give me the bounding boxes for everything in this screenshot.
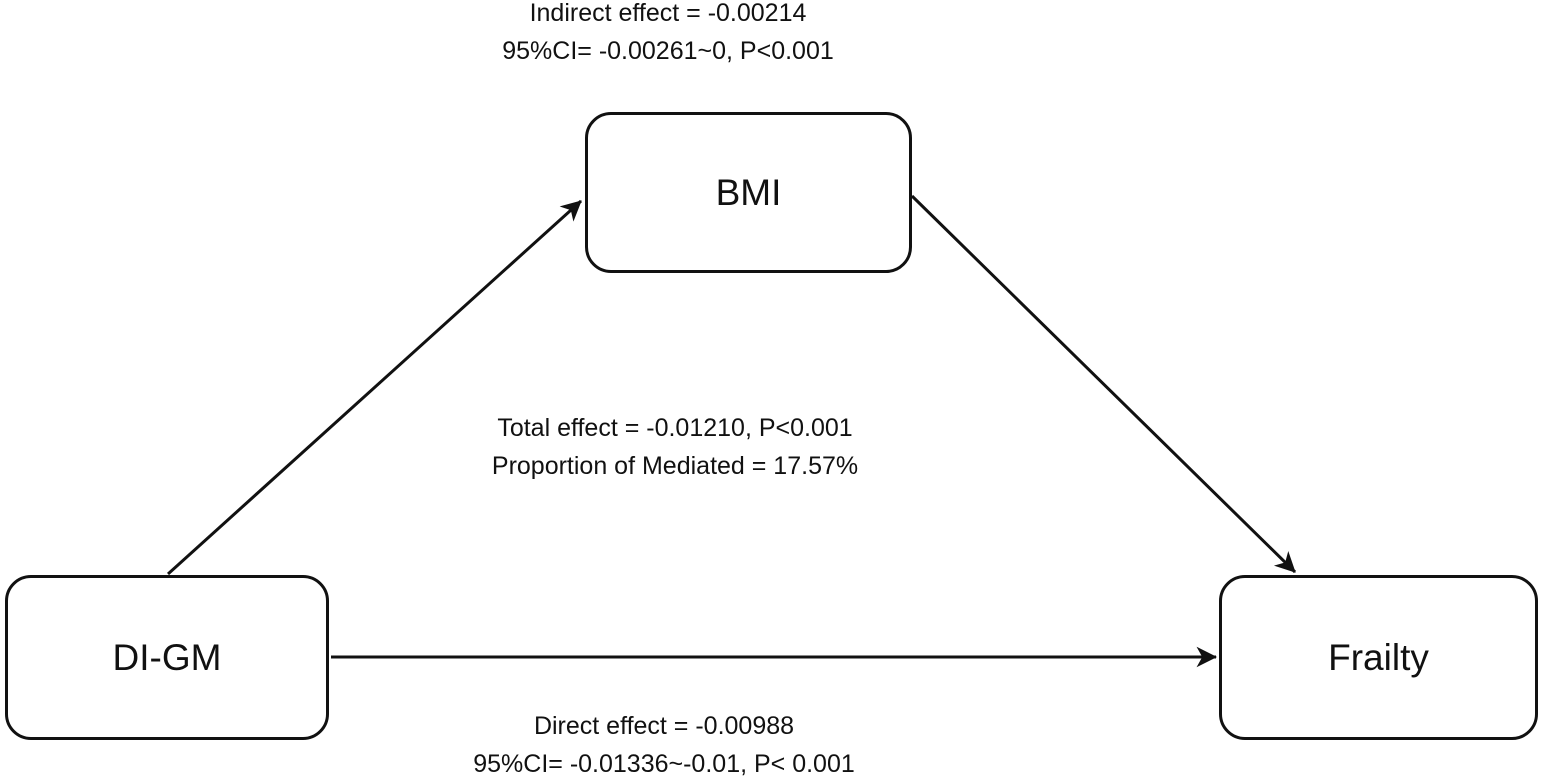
node-mediator-label: BMI (715, 172, 782, 213)
arrow-digm-to-bmi (166, 199, 583, 576)
indirect-effect-annotation: Indirect effect = -0.00214 95%CI= -0.002… (502, 0, 834, 70)
node-exposure-digm: DI-GM (5, 575, 329, 740)
total-effect-line1: Total effect = -0.01210, P<0.001 (497, 414, 853, 442)
direct-effect-line1: Direct effect = -0.00988 (533, 712, 795, 740)
total-effect-line2: Proportion of Mediated = 17.57% (491, 452, 859, 480)
node-exposure-label: DI-GM (112, 637, 222, 678)
direct-effect-line2: 95%CI= -0.01336~-0.01, P< 0.001 (473, 750, 855, 778)
arrow-bmi-to-frailty (910, 194, 1297, 574)
total-effect-annotation: Total effect = -0.01210, P<0.001 Proport… (492, 409, 858, 485)
node-outcome-frailty: Frailty (1219, 575, 1538, 740)
indirect-effect-line2: 95%CI= -0.00261~0, P<0.001 (502, 37, 834, 65)
node-mediator-bmi: BMI (585, 112, 912, 273)
indirect-effect-line1: Indirect effect = -0.00214 (529, 0, 807, 27)
direct-effect-annotation: Direct effect = -0.00988 95%CI= -0.01336… (473, 707, 855, 783)
node-outcome-label: Frailty (1328, 637, 1429, 678)
